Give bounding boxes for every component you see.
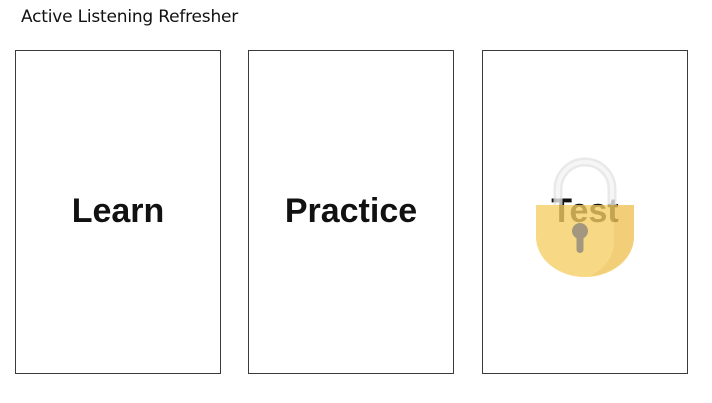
page-title: Active Listening Refresher (21, 7, 239, 27)
learn-card-label: Learn (71, 191, 165, 230)
learn-card[interactable]: Learn (15, 50, 221, 374)
practice-card[interactable]: Practice (248, 50, 454, 374)
lock-icon (536, 157, 634, 277)
test-card[interactable]: Test (482, 50, 688, 374)
practice-card-label: Practice (284, 191, 418, 230)
